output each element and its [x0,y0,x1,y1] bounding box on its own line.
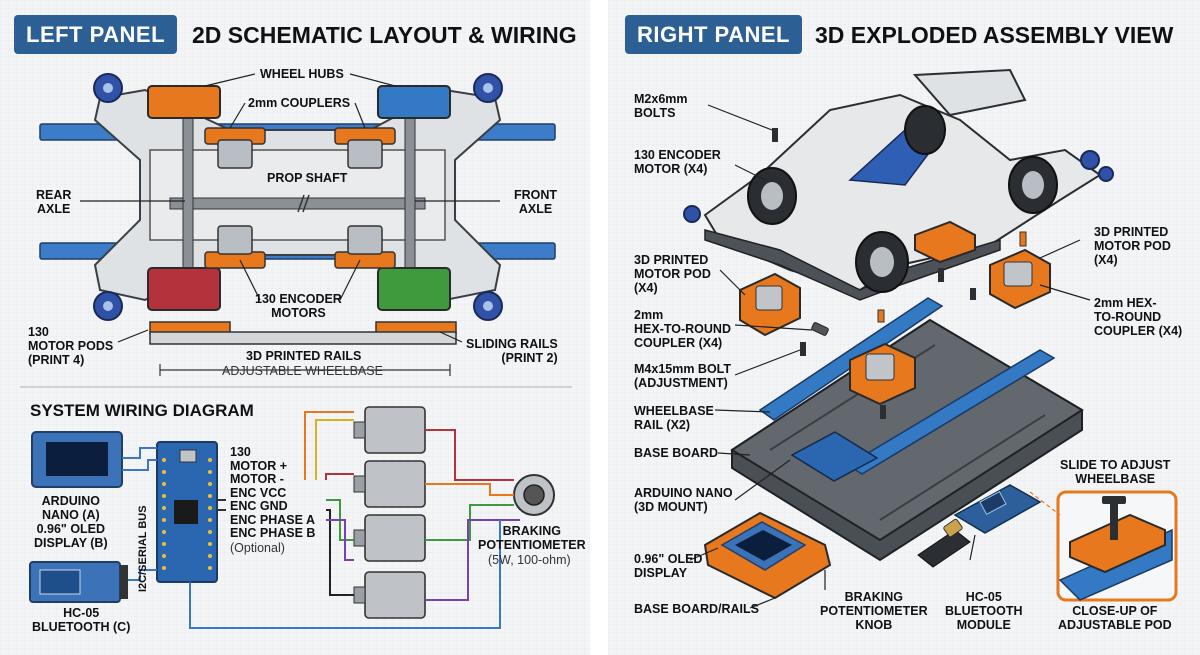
rear-wing [912,68,1027,117]
label-m4-bolt: M4x15mm BOLT (ADJUSTMENT) [634,362,732,390]
label-arduino-oled: ARDUINO NANO (A) 0.96" OLED DISPLAY (B) [34,494,108,550]
label-rear-axle: REAR AXLE [36,188,72,216]
label-wheel-hubs: WHEEL HUBS [260,67,344,81]
label-motor-pods: 130 MOTOR PODS (PRINT 4) [28,325,114,367]
label-hc05: HC-05 BLUETOOTH (C) [32,606,131,634]
wheel-hub-front-top [377,85,451,119]
label-couplers: 2mm COUPLERS [248,96,351,110]
label-encoder-motors: 130 ENCODER MOTORS [255,292,342,320]
left-panel-tag: LEFT PANEL [14,15,178,54]
chassis-center [149,149,446,241]
label-sliding-rails: SLIDING RAILS (PRINT 2) [466,337,558,365]
label-braking-spec: (5W, 100-ohm) [488,553,571,567]
wheel-hub-rear-top [147,85,221,119]
left-panel-title: 2D SCHEMATIC LAYOUT & WIRING [192,22,577,48]
label-knob: BRAKING POTENTIOMETER KNOB [820,590,928,632]
prop-shaft [169,197,426,210]
wiring-motors [364,406,426,619]
motor-pods [739,220,1051,406]
label-i2c-bus: I2C/SERIAL BUS [137,505,149,592]
right-panel-title: 3D EXPLODED ASSEMBLY VIEW [815,22,1174,48]
label-pod-right: 3D PRINTED MOTOR POD (X4) [1094,225,1171,267]
label-hc05-module: HC-05 BLUETOOTH MODULE [945,590,1023,632]
wheelbase-rail-2 [846,349,1056,475]
label-optional: (Optional) [230,541,285,555]
label-braking: BRAKING POTENTIOMETER [478,524,586,552]
closeup-inset [1056,490,1178,602]
label-base-board: BASE BOARD [634,446,719,460]
label-arduino-mount: ARDUINO NANO (3D MOUNT) [634,486,733,514]
panel-divider [590,0,608,655]
label-base-rails: BASE BOARD/RAILS [634,602,760,616]
wheel-hub-front-bottom [377,267,451,311]
exploded-assembly [683,68,1178,609]
label-wheelbase: ADJUSTABLE WHEELBASE [222,364,383,378]
wiring-title: SYSTEM WIRING DIAGRAM [30,401,254,420]
braking-knob [917,518,971,568]
label-pod-left: 3D PRINTED MOTOR POD (X4) [634,253,711,295]
front-axle [404,107,416,279]
rear-axle [182,107,194,279]
label-printed-rails: 3D PRINTED RAILS [246,349,362,363]
label-pins: 130 MOTOR + MOTOR - ENC VCC ENC GND ENC … [230,445,316,540]
label-m2-bolts: M2x6mm BOLTS [634,92,688,120]
label-closeup: CLOSE-UP OF ADJUSTABLE POD [1058,604,1172,632]
right-panel-tag: RIGHT PANEL [625,15,802,54]
label-prop-shaft: PROP SHAFT [267,171,348,185]
label-wheelbase-rail: WHEELBASE RAIL (X2) [634,404,714,432]
label-coupler-left: 2mm HEX-TO-ROUND COUPLER (X4) [634,308,731,350]
label-front-axle: FRONT AXLE [514,188,558,216]
wheel-hub-rear-bottom [147,267,221,311]
label-oled: 0.96" OLED DISPLAY [634,552,703,580]
chassis-schematic [39,73,556,376]
label-slide: SLIDE TO ADJUST WHEELBASE [1060,458,1171,486]
encoder-motors [217,139,383,255]
label-coupler-right: 2mm HEX- TO-ROUND COUPLER (X4) [1094,296,1183,338]
printed-rails [149,331,457,345]
label-encoder-motor: 130 ENCODER MOTOR (X4) [634,148,721,176]
board-arduino [790,431,879,482]
wiring-diagram [29,406,555,629]
